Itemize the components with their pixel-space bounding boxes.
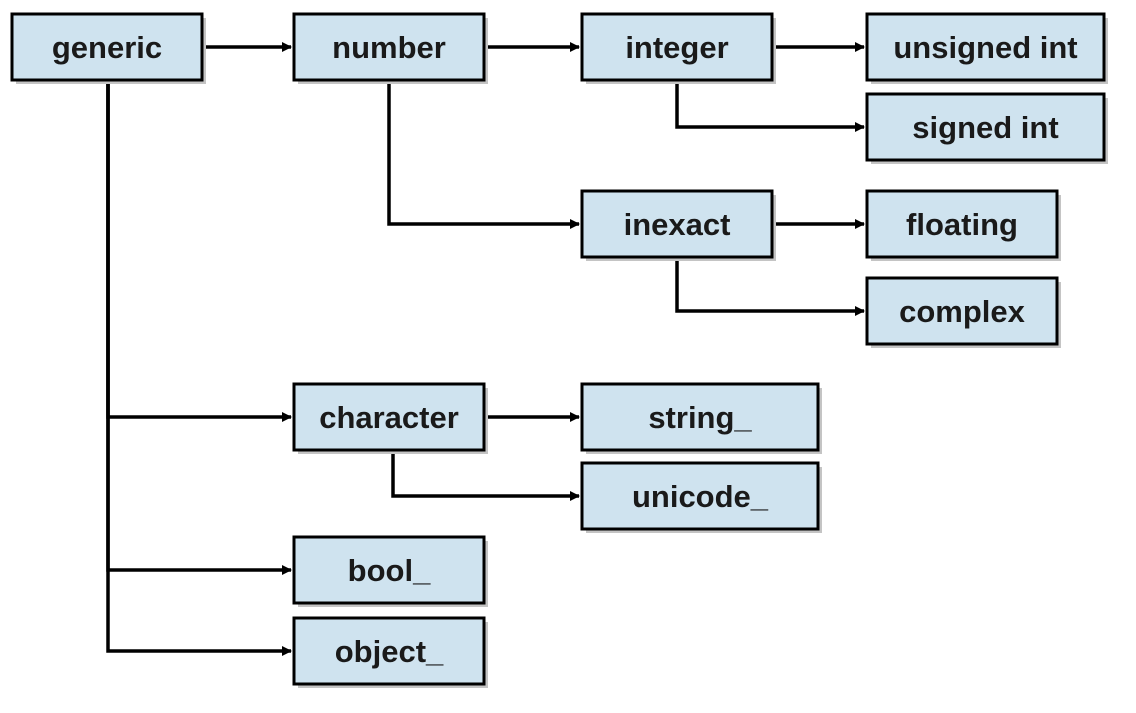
node-label: inexact <box>624 207 731 242</box>
node-label: bool_ <box>348 553 431 588</box>
node-complex: complex <box>865 276 1061 348</box>
node-box <box>865 12 1106 82</box>
edge-generic-to-bool- <box>106 82 292 575</box>
node-label: complex <box>899 294 1026 329</box>
node-floating: floating <box>865 189 1061 261</box>
node-box <box>865 276 1059 346</box>
node-label: unicode_ <box>632 479 769 514</box>
node-box <box>580 189 774 259</box>
node-number: number <box>292 12 488 84</box>
node-signed-int: signed int <box>865 92 1108 164</box>
node-integer: integer <box>580 12 776 84</box>
node-label: unsigned int <box>893 30 1077 65</box>
node-object-: object_ <box>292 616 488 688</box>
node-character: character <box>292 382 488 454</box>
edges <box>106 42 865 656</box>
node-box <box>580 382 820 452</box>
node-box <box>580 461 820 531</box>
edge-character-to-unicode- <box>391 452 580 501</box>
node-generic: generic <box>10 12 206 84</box>
edge-inexact-to-complex <box>675 259 865 316</box>
node-box <box>865 92 1106 162</box>
node-box <box>10 12 204 82</box>
node-label: number <box>332 30 446 65</box>
node-label: floating <box>906 207 1018 242</box>
node-inexact: inexact <box>580 189 776 261</box>
node-label: character <box>319 400 459 435</box>
node-label: integer <box>625 30 728 65</box>
node-unicode-: unicode_ <box>580 461 822 533</box>
node-label: object_ <box>335 634 444 669</box>
node-string-: string_ <box>580 382 822 454</box>
edge-generic-to-object- <box>106 82 292 656</box>
node-box <box>580 12 774 82</box>
edge-integer-to-signed-int <box>675 82 865 132</box>
node-box <box>292 382 486 452</box>
node-label: signed int <box>912 110 1058 145</box>
node-box <box>865 189 1059 259</box>
node-label: generic <box>52 30 162 65</box>
node-bool-: bool_ <box>292 535 488 607</box>
node-unsigned-int: unsigned int <box>865 12 1108 84</box>
nodes: generic number integer unsigned int signed i… <box>10 12 1108 688</box>
node-box <box>292 535 486 605</box>
edge-generic-to-character <box>106 82 292 422</box>
node-box <box>292 12 486 82</box>
edge-number-to-inexact <box>387 82 580 229</box>
node-box <box>292 616 486 686</box>
node-label: string_ <box>648 400 752 435</box>
